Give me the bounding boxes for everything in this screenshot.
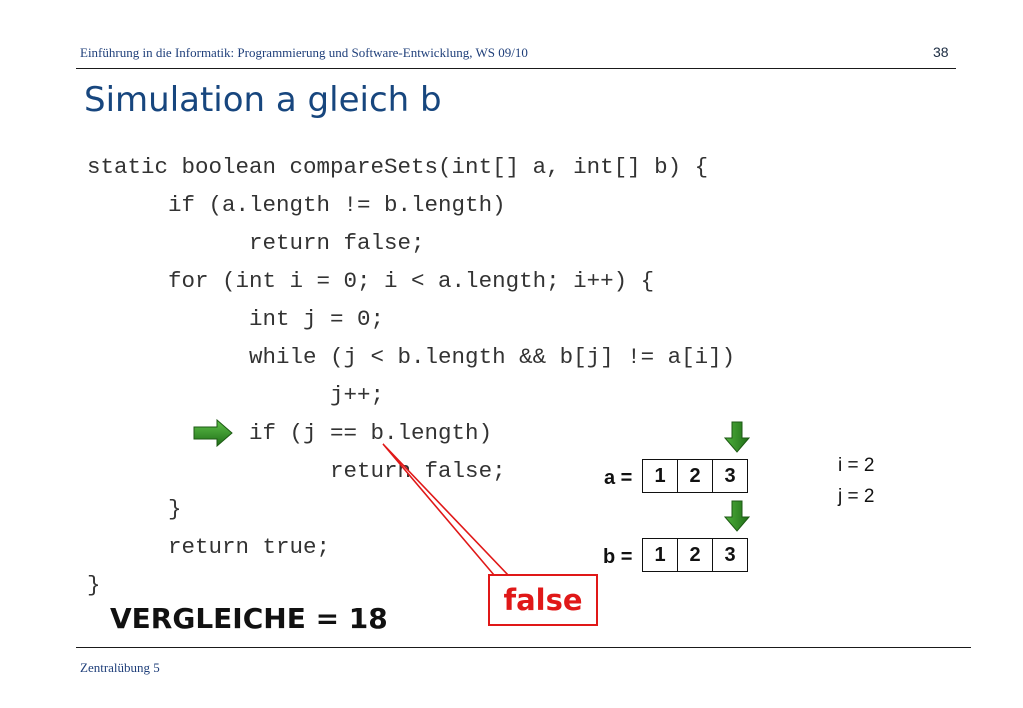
- down-arrow-icon: [723, 500, 751, 537]
- code-line-4: for (int i = 0; i < a.length; i++) {: [87, 268, 655, 294]
- array-a-cell: 3: [712, 459, 748, 493]
- array-a-label: a =: [604, 467, 633, 489]
- code-line-9: return false;: [87, 458, 506, 484]
- code-line-5: int j = 0;: [87, 306, 385, 332]
- down-arrow-icon: [723, 421, 751, 458]
- code-line-10: }: [87, 496, 182, 522]
- header-divider: [76, 68, 956, 69]
- result-callout: false: [488, 574, 598, 626]
- right-arrow-icon: [193, 418, 233, 452]
- code-line-12: }: [87, 572, 101, 598]
- array-b-cell: 2: [677, 538, 713, 572]
- array-b-cells: 1 2 3: [642, 538, 748, 572]
- course-title: Einführung in die Informatik: Programmie…: [80, 45, 528, 60]
- array-b-cell: 3: [712, 538, 748, 572]
- code-line-11: return true;: [87, 534, 331, 560]
- array-a-cells: 1 2 3: [642, 459, 748, 493]
- page-number: 38: [933, 44, 949, 60]
- footer-text: Zentralübung 5: [80, 660, 160, 675]
- code-line-1: static boolean compareSets(int[] a, int[…: [87, 154, 709, 180]
- array-b-cell: 1: [642, 538, 678, 572]
- comparison-count: VERGLEICHE = 18: [110, 602, 388, 635]
- code-line-6: while (j < b.length && b[j] != a[i]): [87, 344, 736, 370]
- array-a-cell: 2: [677, 459, 713, 493]
- footer-divider: [76, 647, 971, 648]
- array-b-label: b =: [603, 546, 633, 568]
- variable-i: i = 2: [838, 455, 875, 476]
- code-line-3: return false;: [87, 230, 425, 256]
- variable-j: j = 2: [838, 486, 875, 507]
- code-line-2: if (a.length != b.length): [87, 192, 506, 218]
- code-line-7: j++;: [87, 382, 385, 408]
- code-line-8: if (j == b.length): [87, 420, 493, 446]
- array-a-cell: 1: [642, 459, 678, 493]
- slide-title: Simulation a gleich b: [84, 80, 442, 120]
